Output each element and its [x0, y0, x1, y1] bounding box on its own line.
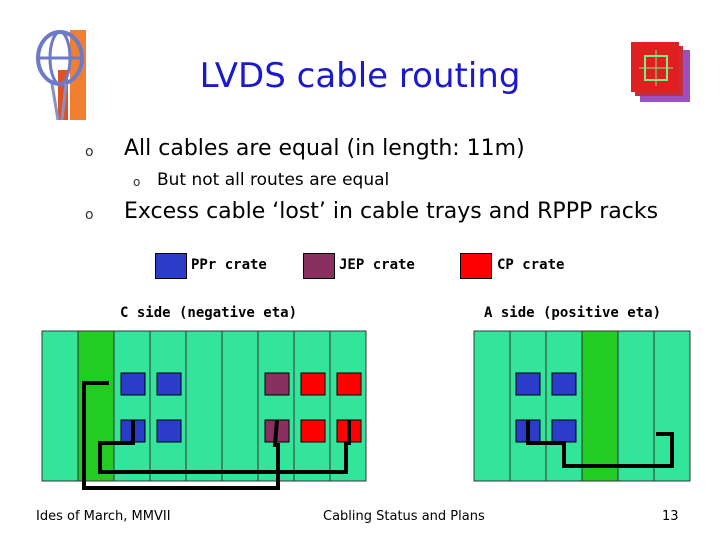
cable-ppr-to-cp — [98, 420, 351, 474]
ppr-crate — [120, 372, 146, 396]
cp-crate — [300, 419, 326, 443]
ppr-crate — [156, 372, 182, 396]
sub-bullet-marker: o — [133, 175, 141, 189]
bullet-routes: But not all routes are equal — [157, 170, 390, 190]
ppr-crate — [515, 372, 541, 396]
ppr-crate — [551, 372, 577, 396]
legend-label-cp: CP crate — [497, 257, 565, 273]
ppr-crate — [156, 419, 182, 443]
legend-swatch-cp — [460, 253, 492, 279]
bullet-equal-length: All cables are equal (in length: 11m) — [124, 136, 525, 161]
a-side-racks — [473, 330, 691, 482]
bullet-marker: o — [85, 144, 94, 160]
rack-highlight — [581, 330, 619, 482]
cp-crate — [300, 372, 326, 396]
ppr-crate — [551, 419, 577, 443]
legend-label-jep: JEP crate — [339, 257, 415, 273]
page-number: 13 — [662, 509, 679, 524]
bullet-marker: o — [85, 207, 94, 223]
footer-date: Ides of March, MMVII — [36, 509, 171, 524]
lvds-cables — [82, 381, 674, 490]
c-side-label: C side (negative eta) — [120, 305, 298, 321]
rack — [185, 330, 223, 482]
a-side-label: A side (positive eta) — [484, 305, 662, 321]
rack — [617, 330, 655, 482]
footer-title: Cabling Status and Plans — [323, 509, 485, 524]
rack — [293, 330, 331, 482]
rack — [149, 330, 187, 482]
c-side-racks — [41, 330, 367, 482]
cable-a-side-ppr — [526, 420, 674, 468]
rack — [473, 330, 511, 482]
slide-title: LVDS cable routing — [199, 56, 521, 96]
jep-crate — [264, 372, 290, 396]
rack — [221, 330, 259, 482]
bullet-excess-cable: Excess cable ‘lost’ in cable trays and R… — [124, 199, 659, 224]
rack — [41, 330, 79, 482]
cp-crate — [336, 372, 362, 396]
rack — [509, 330, 547, 482]
rack — [113, 330, 151, 482]
cable-ppr-to-jep — [82, 381, 280, 490]
legend-label-ppr: PPr crate — [191, 257, 267, 273]
legend-swatch-jep — [303, 253, 335, 279]
legend-swatch-ppr — [155, 253, 187, 279]
